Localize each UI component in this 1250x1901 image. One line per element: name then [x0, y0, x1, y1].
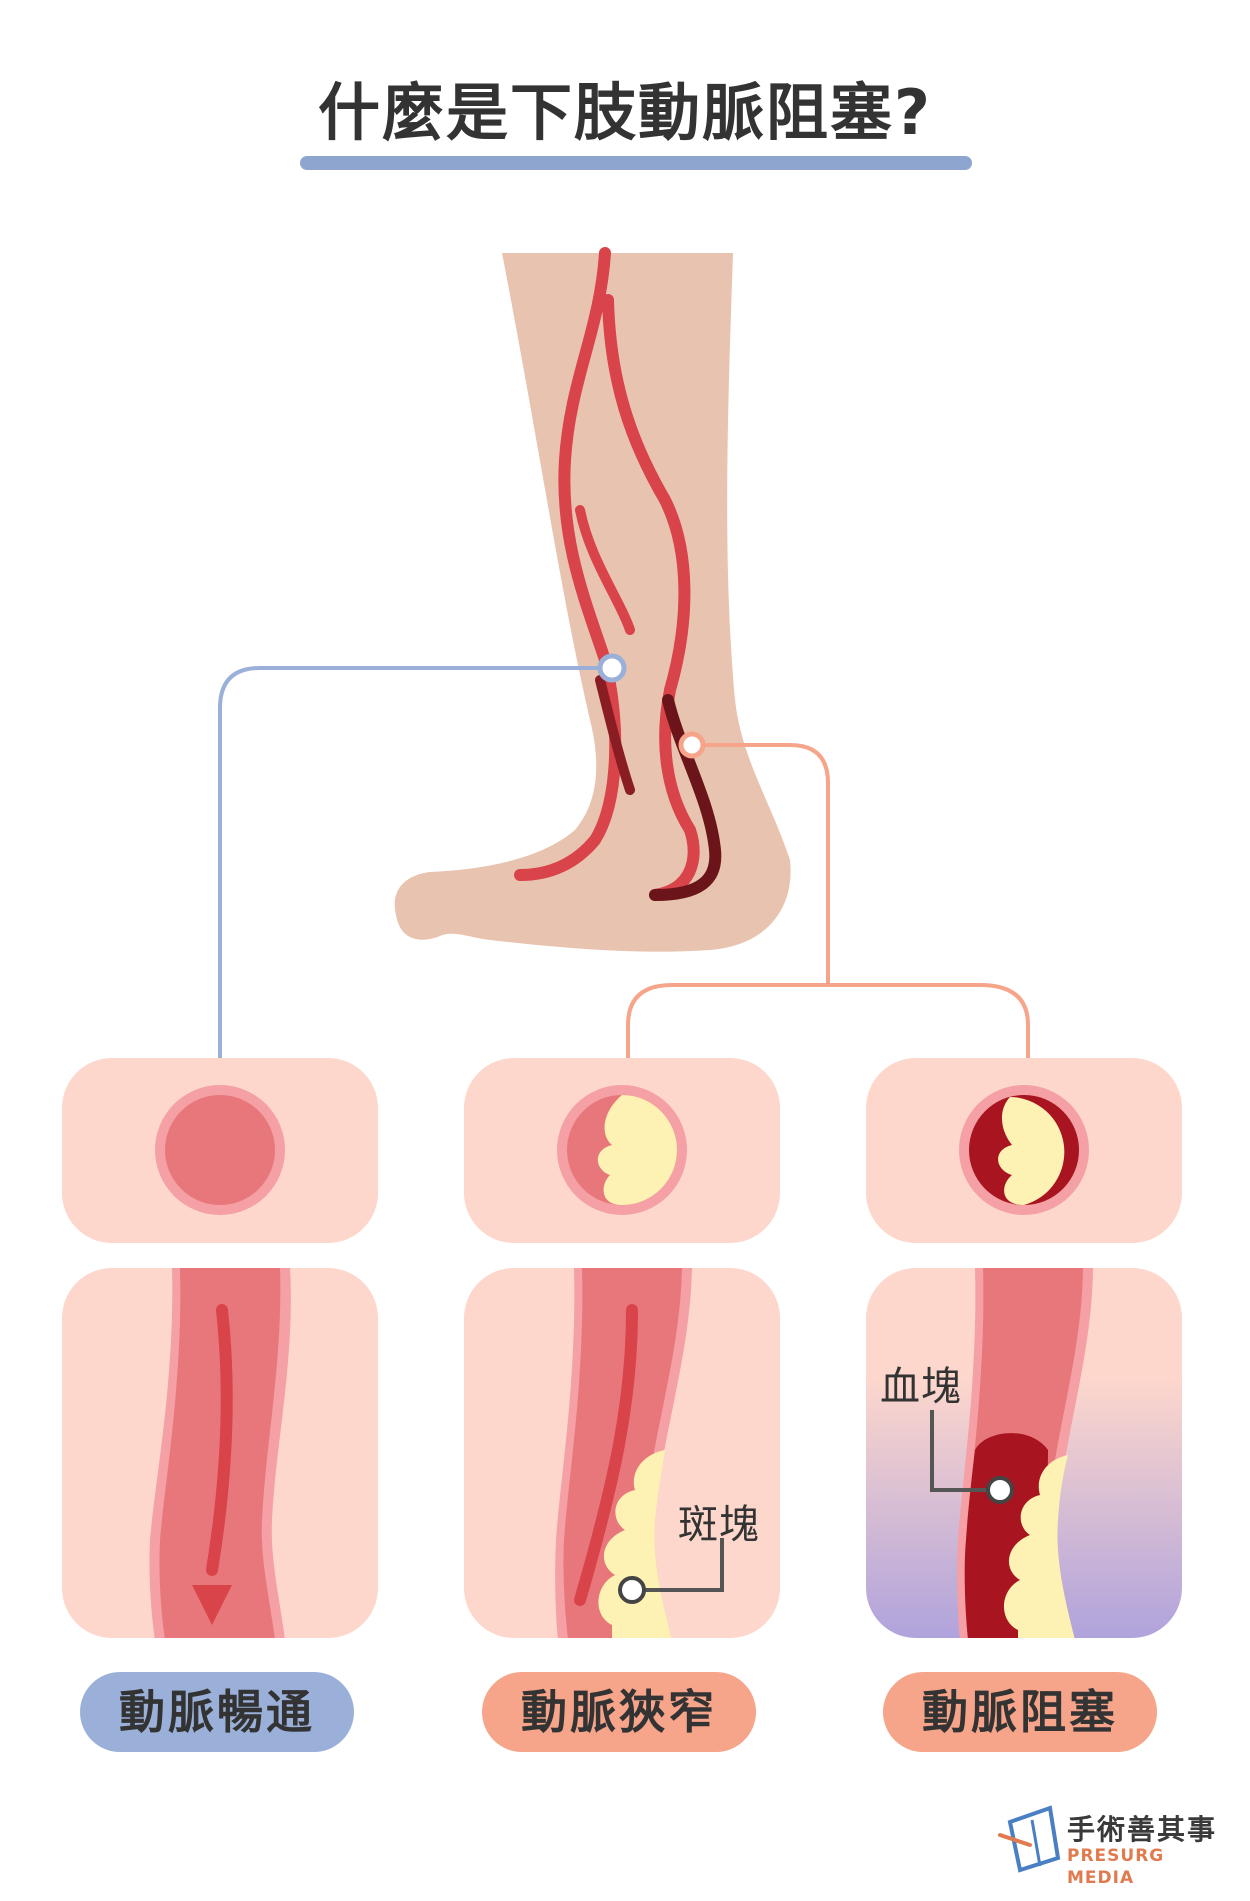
brand-logo-icon — [998, 1805, 1061, 1873]
brand-name-zh: 手術善其事 — [1067, 1813, 1218, 1846]
page-title: 什麼是下肢動脈阻塞? — [318, 76, 932, 149]
artery-main — [514, 247, 622, 881]
artery-branch-1 — [602, 294, 700, 901]
callout-line-clot — [930, 1410, 1000, 1492]
title-underline — [300, 156, 972, 170]
callout-line-plaque — [632, 1538, 724, 1592]
marker-open-artery — [597, 653, 627, 683]
cross-section-narrowed — [557, 1085, 687, 1215]
brand-logo: 手術善其事 PRESURG MEDIA — [1067, 1815, 1237, 1889]
connector-orange — [626, 743, 1030, 1058]
cross-section-open — [155, 1085, 285, 1215]
callout-marker-clot — [986, 1476, 1014, 1504]
label-artery-blocked: 動脈阻塞 — [883, 1672, 1157, 1752]
connector-blue — [218, 666, 612, 1058]
plaque-shape-blocked — [1004, 1455, 1075, 1638]
vessel-blocked — [957, 1268, 1093, 1638]
callout-label-plaque: 斑塊 — [678, 1502, 760, 1548]
brand-name-en: PRESURG MEDIA — [1067, 1846, 1165, 1888]
artery-branch-2 — [575, 505, 635, 635]
callout-label-clot: 血塊 — [880, 1364, 962, 1410]
vessel-narrowed — [555, 1268, 692, 1638]
marker-narrowed-artery — [678, 731, 706, 759]
artery-branch-dark-2 — [595, 675, 635, 795]
callout-marker-plaque — [618, 1576, 646, 1604]
label-artery-narrowed: 動脈狹窄 — [482, 1672, 756, 1752]
plaque-shape — [598, 1450, 672, 1638]
leg-illustration — [394, 247, 791, 952]
vessel-open — [149, 1268, 291, 1638]
label-artery-open: 動脈暢通 — [80, 1672, 354, 1752]
cross-section-blocked — [959, 1085, 1089, 1215]
